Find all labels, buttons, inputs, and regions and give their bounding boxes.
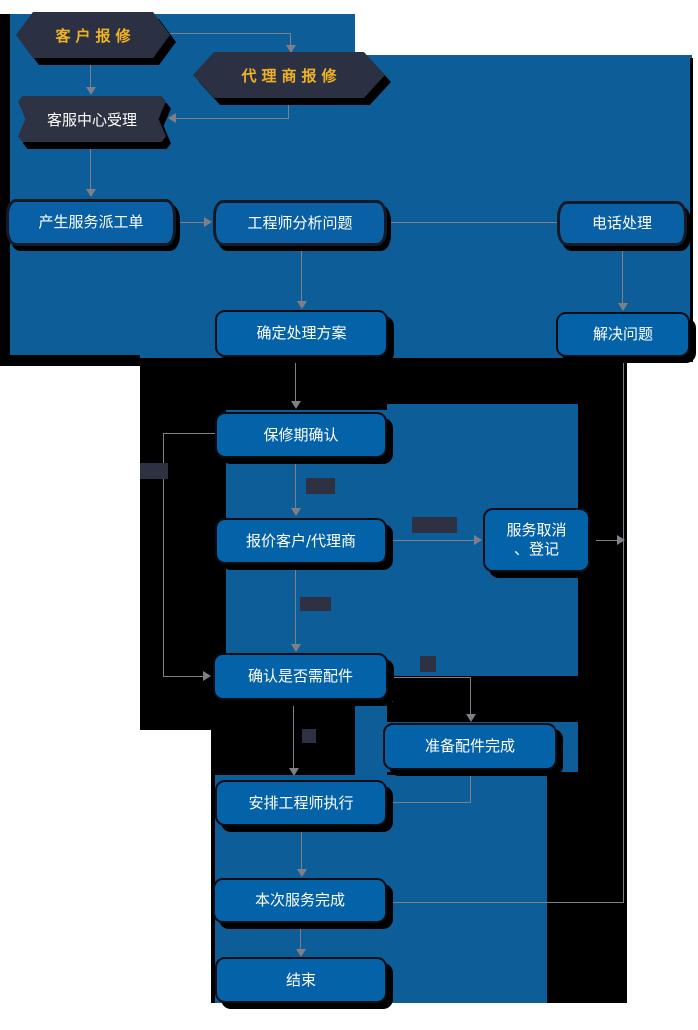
edge-customer-to-agent-v <box>290 33 291 47</box>
edge-ready-to-assign-v <box>470 770 471 802</box>
node-create-dispatch-order: 产生服务派工单 <box>6 199 176 246</box>
arrowhead <box>291 644 301 652</box>
arrowhead <box>291 508 301 516</box>
edge-solution-to-warranty <box>295 357 296 403</box>
decision-label-box <box>420 656 436 672</box>
edge-customer-to-agent-h <box>170 33 291 34</box>
edge-customer-to-center <box>90 58 91 89</box>
arrowhead <box>296 949 306 957</box>
edge-warranty-to-quote <box>295 458 296 510</box>
edge-analyze-to-solution <box>301 247 302 303</box>
node-confirm-parts-needed-label: 确认是否需配件 <box>247 667 353 686</box>
node-phone-handle: 电话处理 <box>557 201 687 246</box>
node-end-label: 结束 <box>285 970 316 989</box>
node-parts-ready-label: 准备配件完成 <box>424 737 515 756</box>
node-customer-report: 客户报修 <box>16 12 176 65</box>
node-engineer-analyze: 工程师分析问题 <box>213 200 387 246</box>
edge-confirm-to-ready-v <box>470 677 471 715</box>
arrowhead <box>466 714 476 722</box>
decision-label-box <box>306 478 335 494</box>
decision-label-box <box>140 463 168 479</box>
edge-center-to-dispatch <box>90 142 91 191</box>
edge-quote-to-parts-q <box>295 564 296 646</box>
node-service-center-accept-label: 客服中心受理 <box>18 96 166 142</box>
edge-confirm-to-ready-h <box>389 677 470 678</box>
arrowhead <box>617 535 625 545</box>
node-quote-customer-agent: 报价客户/代理商 <box>215 518 387 564</box>
edge-confirm-to-assign <box>293 700 294 770</box>
edge-agent-to-center-h <box>176 118 289 119</box>
node-warranty-confirm: 保修期确认 <box>215 412 387 458</box>
node-assign-engineer-label: 安排工程师执行 <box>248 793 354 812</box>
arrowhead <box>286 45 296 53</box>
decision-label-box <box>300 597 331 611</box>
edge-cancel-to-merge <box>590 540 619 541</box>
node-service-cancel-register: 服务取消 、登记 <box>483 508 590 572</box>
edge-warranty-loop-h1 <box>163 433 215 434</box>
node-end: 结束 <box>215 957 387 1003</box>
node-engineer-analyze-label: 工程师分析问题 <box>247 213 353 232</box>
node-service-cancel-line1: 服务取消 <box>506 521 567 540</box>
node-assign-engineer: 安排工程师执行 <box>215 780 387 826</box>
node-parts-ready: 准备配件完成 <box>383 723 557 770</box>
node-create-dispatch-order-label: 产生服务派工单 <box>38 213 144 232</box>
node-phone-handle-label: 电话处理 <box>591 214 652 233</box>
node-determine-solution: 确定处理方案 <box>215 310 388 357</box>
arrowhead <box>297 869 307 877</box>
node-customer-report-label: 客户报修 <box>16 12 170 58</box>
edge-warranty-loop-h2 <box>163 676 205 677</box>
arrowhead <box>291 401 301 409</box>
node-solve-problem: 解决问题 <box>556 312 690 357</box>
node-confirm-parts-needed: 确认是否需配件 <box>213 653 388 700</box>
bg-right-edge-strip <box>690 58 693 362</box>
edge-analyze-to-phone <box>388 222 557 223</box>
node-quote-customer-agent-label: 报价客户/代理商 <box>245 531 357 550</box>
node-service-cancel-line2: 、登记 <box>513 540 559 558</box>
node-agent-report: 代理商报修 <box>193 52 391 105</box>
decision-label-box <box>412 517 457 533</box>
edge-complete-to-end <box>300 923 301 951</box>
arrowhead <box>289 768 299 776</box>
bg-band-under-left <box>10 355 140 366</box>
arrowhead <box>168 113 176 123</box>
node-service-complete-label: 本次服务完成 <box>254 891 345 910</box>
arrowhead <box>618 303 628 311</box>
edge-warranty-loop-v <box>163 433 164 676</box>
bg-narrow-column <box>355 700 387 778</box>
arrowhead <box>204 217 212 227</box>
decision-label-box <box>302 729 316 743</box>
arrowhead <box>86 87 96 95</box>
arrowhead <box>203 671 211 681</box>
edge-phone-to-solve <box>622 246 623 305</box>
edge-quote-to-cancel <box>388 540 476 541</box>
node-warranty-confirm-label: 保修期确认 <box>263 425 339 444</box>
node-determine-solution-label: 确定处理方案 <box>256 324 347 343</box>
edge-assign-to-complete <box>301 827 302 871</box>
edge-merge-bus-v <box>623 357 624 902</box>
edge-merge-bus-h <box>388 902 624 903</box>
node-service-center-accept: 客服中心受理 <box>18 96 171 149</box>
arrowhead <box>474 535 482 545</box>
node-service-complete: 本次服务完成 <box>213 878 387 923</box>
arrowhead <box>86 189 96 197</box>
bg-left-strip <box>0 14 10 366</box>
edge-ready-to-assign-h <box>390 802 471 803</box>
node-agent-report-label: 代理商报修 <box>193 52 385 98</box>
arrowhead <box>297 301 307 309</box>
edge-dispatch-to-analyze <box>177 222 206 223</box>
edge-agent-to-center-v <box>288 98 289 118</box>
node-solve-problem-label: 解决问题 <box>592 325 653 344</box>
